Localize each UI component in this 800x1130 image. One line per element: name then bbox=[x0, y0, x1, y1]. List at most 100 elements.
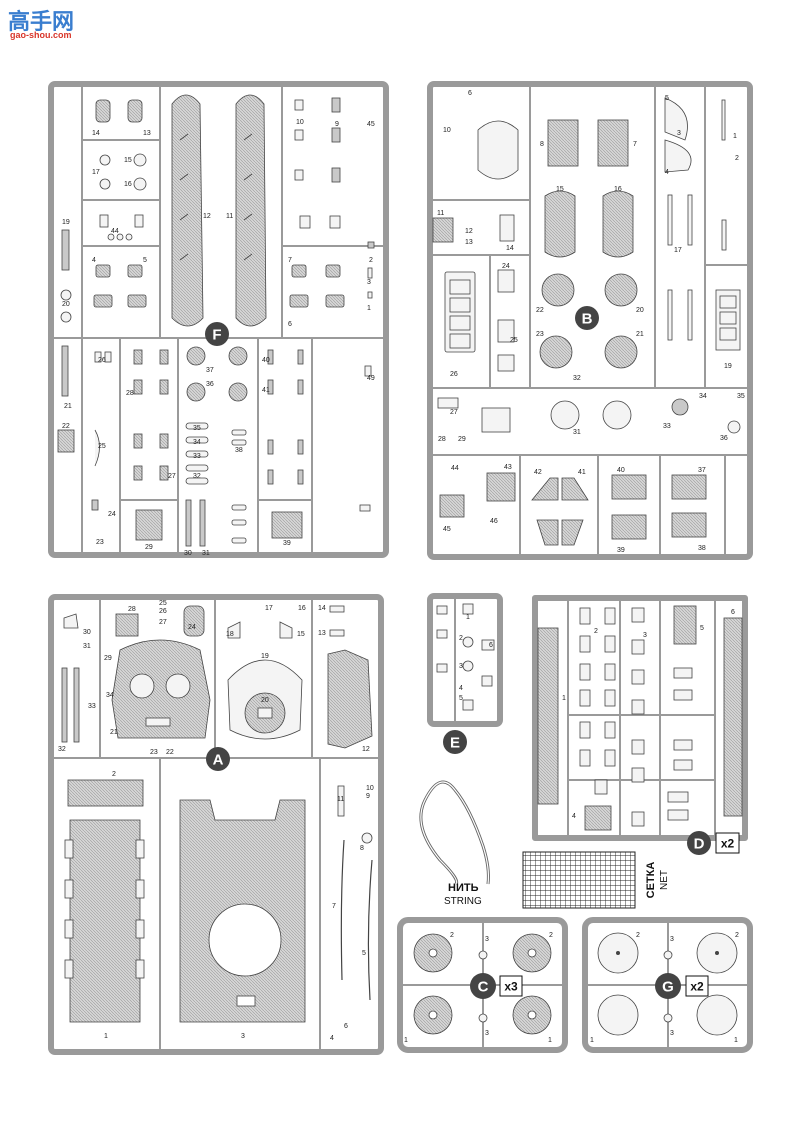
sprue-letter: A bbox=[213, 752, 224, 769]
part-label: 13 bbox=[465, 239, 473, 246]
part-label: 7 bbox=[633, 141, 637, 148]
part-label: 20 bbox=[261, 697, 269, 704]
part-label: 21 bbox=[64, 403, 72, 410]
sprue-G bbox=[582, 917, 753, 1053]
part-label: 17 bbox=[265, 605, 273, 612]
part-label: 45 bbox=[367, 121, 375, 128]
watermark-title: 高手网 bbox=[8, 10, 75, 35]
part-label: 20 bbox=[62, 301, 70, 308]
part-label: 5 bbox=[665, 95, 669, 102]
sprue-A bbox=[48, 594, 384, 1055]
part-label: 6 bbox=[468, 90, 472, 97]
part-label: 40 bbox=[262, 357, 270, 364]
sprue-badge bbox=[687, 831, 711, 855]
part-label: 4 bbox=[665, 169, 669, 176]
sprue-A-labels: 25 26 28 27 24 17 16 14 13 30 31 29 34 1… bbox=[58, 600, 374, 1042]
part-label: 2 bbox=[459, 635, 463, 642]
part-label: 4 bbox=[459, 685, 463, 692]
sprue-badge bbox=[206, 747, 230, 771]
part-label: 1 bbox=[367, 305, 371, 312]
sprue-multiplier: x2 bbox=[690, 980, 704, 994]
part-label: 2 bbox=[549, 932, 553, 939]
part-label: 22 bbox=[536, 307, 544, 314]
part-label: 1 bbox=[734, 1037, 738, 1044]
part-label: 40 bbox=[617, 467, 625, 474]
sprue-letter: E bbox=[450, 735, 460, 752]
part-label: 15 bbox=[124, 157, 132, 164]
part-label: 29 bbox=[458, 436, 466, 443]
part-label: 38 bbox=[698, 545, 706, 552]
part-label: 32 bbox=[193, 473, 201, 480]
part-label: 26 bbox=[159, 608, 167, 615]
net-label-en: NET bbox=[659, 870, 670, 890]
part-label: 45 bbox=[443, 526, 451, 533]
part-label: 13 bbox=[143, 130, 151, 137]
part-label: 35 bbox=[737, 393, 745, 400]
part-label: 5 bbox=[362, 950, 366, 957]
part-label: 28 bbox=[126, 390, 134, 397]
part-label: 10 bbox=[443, 127, 451, 134]
part-label: 23 bbox=[96, 539, 104, 546]
part-label: 34 bbox=[699, 393, 707, 400]
part-label: 29 bbox=[104, 655, 112, 662]
part-label: 20 bbox=[636, 307, 644, 314]
sprue-multiplier: x2 bbox=[721, 837, 735, 851]
sprue-letter: F bbox=[212, 327, 221, 344]
part-label: 4 bbox=[572, 813, 576, 820]
part-label: 4 bbox=[92, 257, 96, 264]
part-label: 11 bbox=[437, 210, 444, 217]
part-label: 7 bbox=[288, 257, 292, 264]
part-label: 1 bbox=[562, 695, 566, 702]
part-label: 36 bbox=[206, 381, 214, 388]
sprue-letter: G bbox=[662, 979, 674, 996]
part-label: 6 bbox=[489, 642, 493, 649]
part-label: 33 bbox=[663, 423, 671, 430]
part-label: 21 bbox=[636, 331, 644, 338]
part-label: 3 bbox=[367, 279, 371, 286]
part-label: 1 bbox=[733, 133, 737, 140]
string-part: НИТЬ STRING bbox=[419, 780, 490, 907]
part-label: 2 bbox=[112, 771, 116, 778]
part-label: 18 bbox=[226, 631, 234, 638]
part-label: 33 bbox=[88, 703, 96, 710]
sprue-E bbox=[427, 593, 503, 727]
sprue-letter: B bbox=[582, 311, 593, 328]
part-label: 1 bbox=[590, 1037, 594, 1044]
part-label: 28 bbox=[438, 436, 446, 443]
part-label: 13 bbox=[318, 630, 326, 637]
part-label: 34 bbox=[106, 692, 114, 699]
sprue-letter: C bbox=[478, 979, 489, 996]
string-label-ru: НИТЬ bbox=[448, 882, 479, 894]
part-label: 35 bbox=[193, 425, 201, 432]
part-label: 44 bbox=[451, 465, 459, 472]
part-label: 31 bbox=[202, 550, 210, 557]
part-label: 23 bbox=[536, 331, 544, 338]
part-label: 27 bbox=[450, 409, 458, 416]
part-label: 41 bbox=[578, 469, 586, 476]
part-label: 17 bbox=[92, 169, 100, 176]
sprue-badge bbox=[205, 322, 229, 346]
part-label: 4 bbox=[330, 1035, 334, 1042]
part-label: 11 bbox=[226, 213, 233, 220]
part-label: 5 bbox=[143, 257, 147, 264]
part-label: 22 bbox=[166, 749, 174, 756]
part-label: 27 bbox=[168, 473, 176, 480]
part-label: 25 bbox=[98, 443, 106, 450]
part-label: 39 bbox=[617, 547, 625, 554]
part-label: 30 bbox=[83, 629, 91, 636]
part-label: 33 bbox=[193, 453, 201, 460]
part-label: 10 bbox=[296, 119, 304, 126]
part-label: 1 bbox=[104, 1033, 108, 1040]
sprue-E-labels: 1 2 3 4 5 6 E bbox=[443, 614, 493, 754]
sprue-badge bbox=[655, 973, 681, 999]
part-label: 25 bbox=[159, 600, 167, 607]
part-label: 3 bbox=[670, 1030, 674, 1037]
part-label: 16 bbox=[614, 186, 622, 193]
sprue-multiplier: x3 bbox=[504, 980, 518, 994]
part-label: 1 bbox=[466, 614, 470, 621]
part-label: 12 bbox=[465, 228, 473, 235]
part-label: 10 bbox=[366, 785, 374, 792]
part-label: 2 bbox=[450, 932, 454, 939]
part-label: 19 bbox=[724, 363, 732, 370]
part-label: 6 bbox=[288, 321, 292, 328]
